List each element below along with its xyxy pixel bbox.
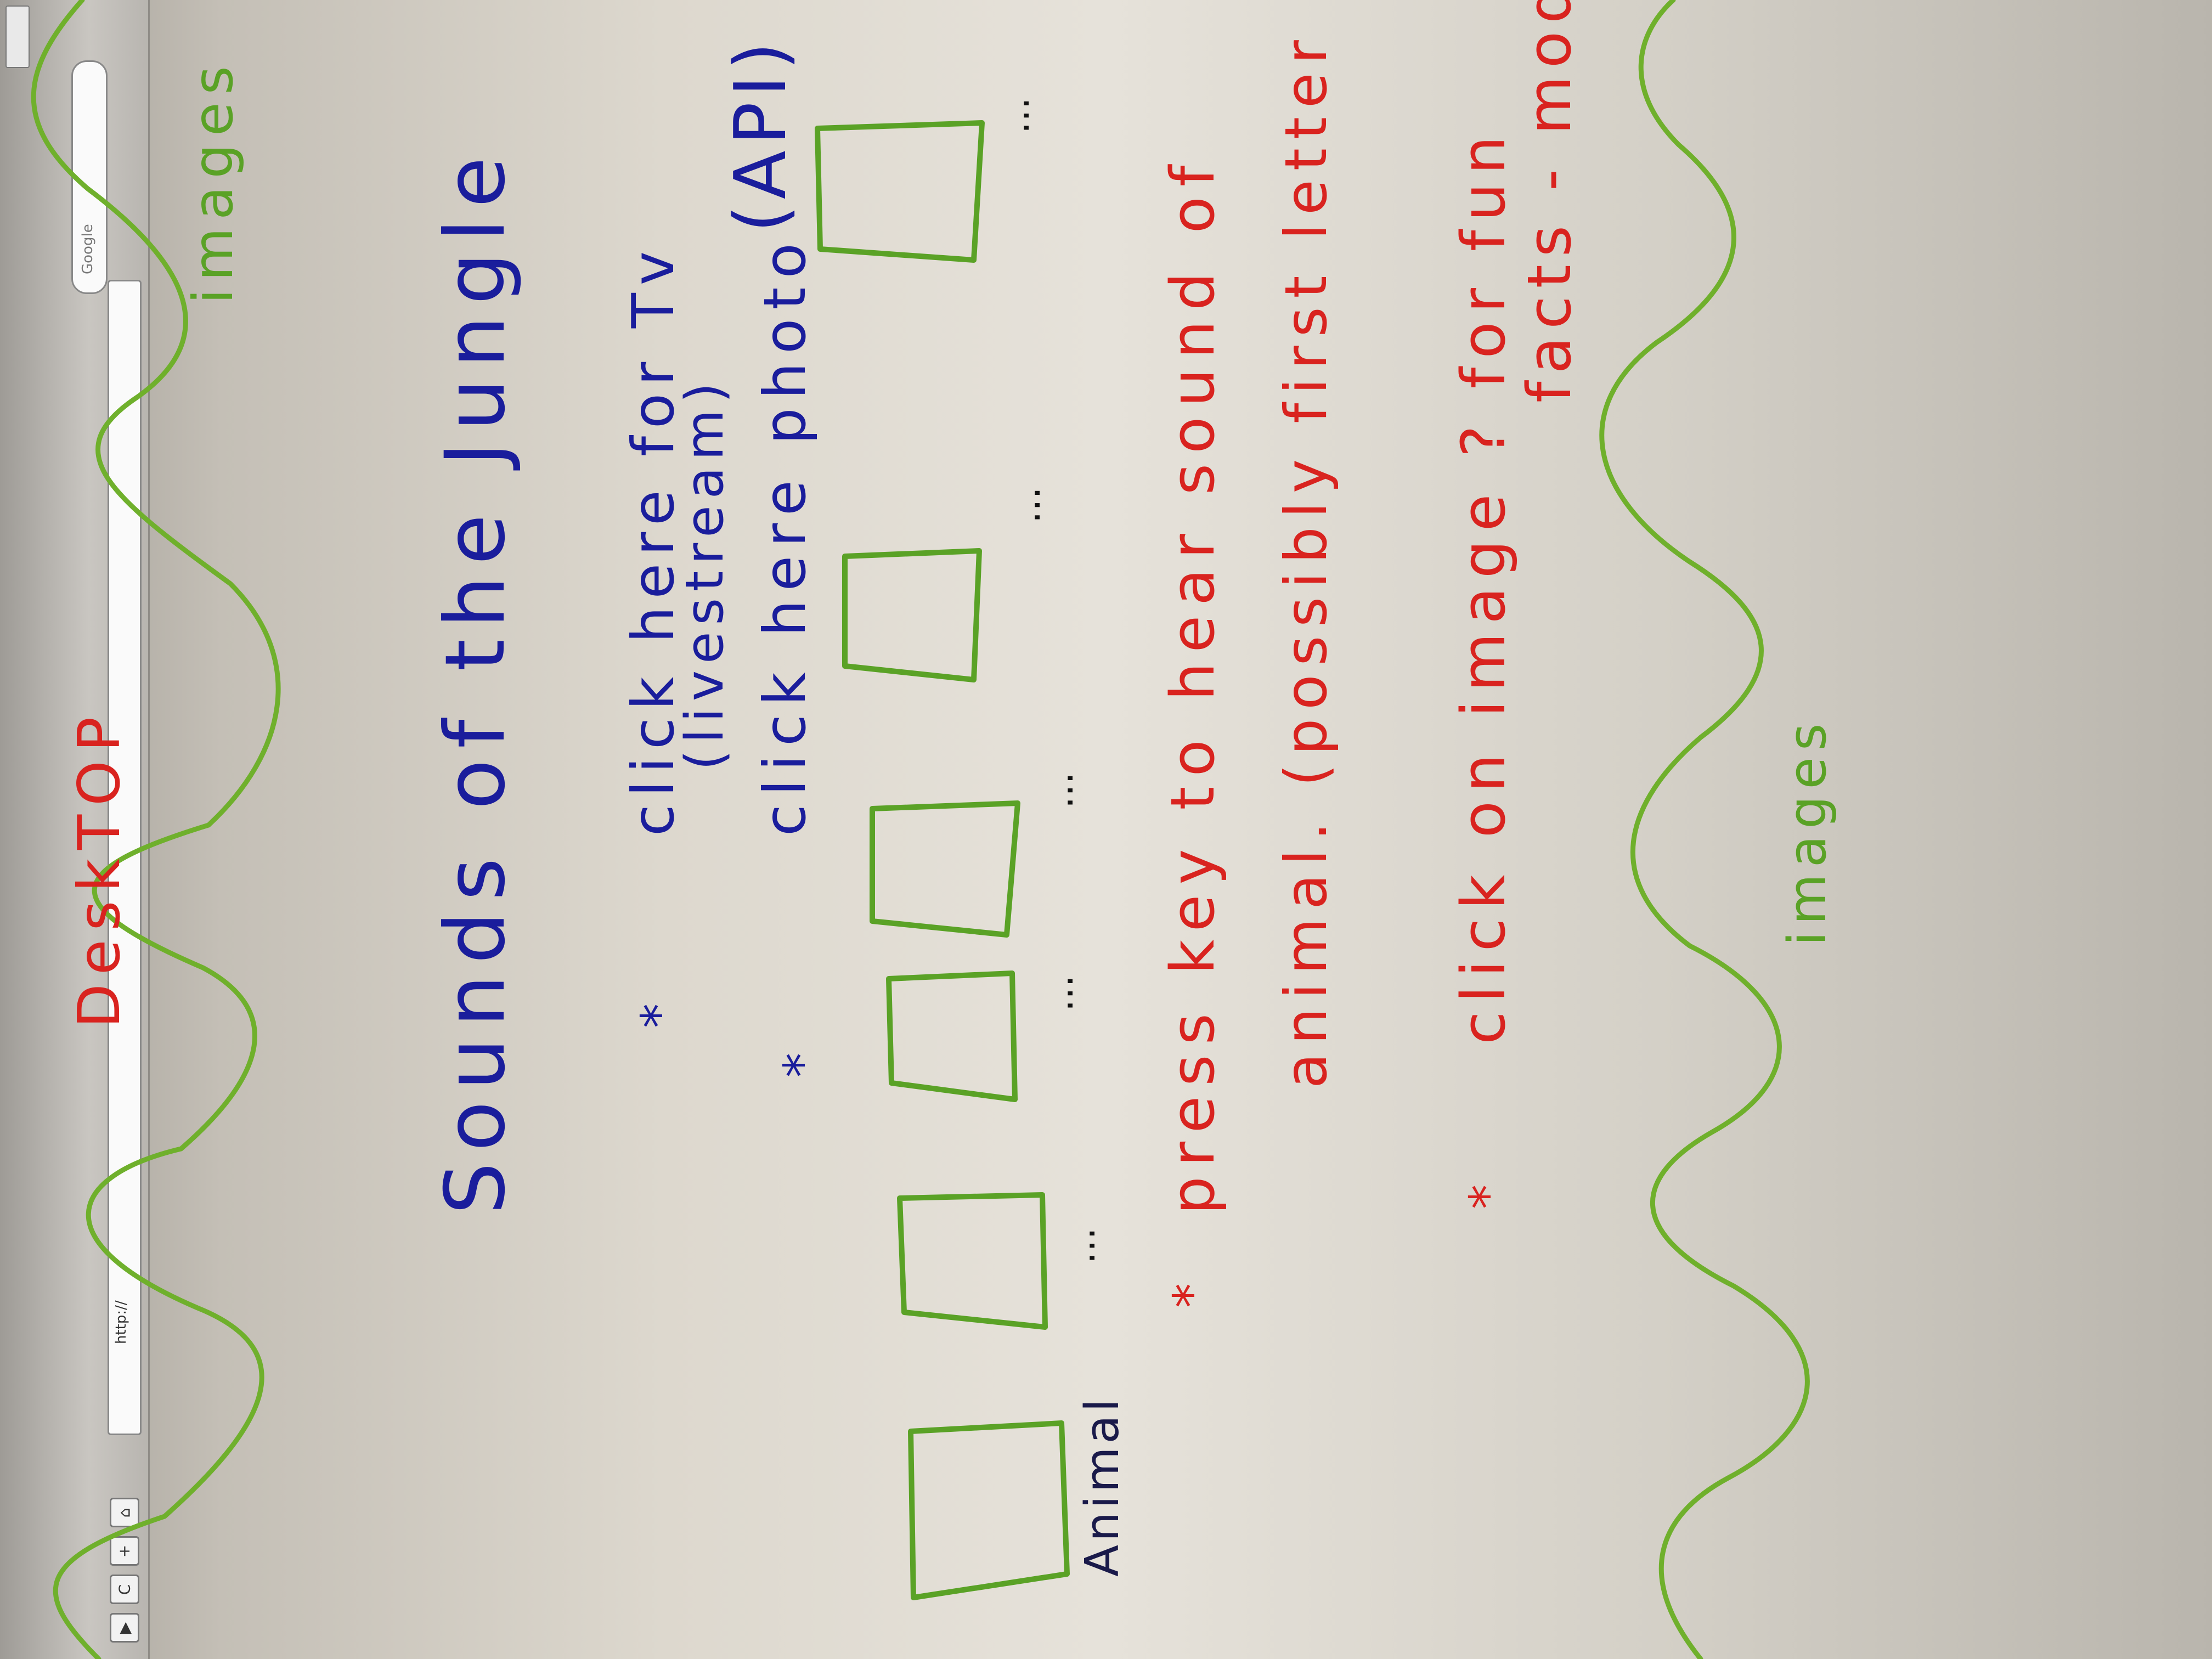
desktop-label: DeskTOP <box>66 708 133 1028</box>
animal-label: Animal <box>1075 1395 1130 1577</box>
bottom-wave-border <box>1599 0 1810 1659</box>
photo-link: click here photo <box>752 234 819 836</box>
bullet-star-3: * <box>1163 1283 1221 1308</box>
page-title: Sounds of the Jungle <box>428 146 523 1215</box>
ellipsis-1: ... <box>1059 1227 1104 1264</box>
click-image-note: click on image ? for fun <box>1448 127 1519 1045</box>
reload-button[interactable]: C <box>110 1575 139 1604</box>
ellipsis-5: ... <box>993 97 1038 134</box>
ellipsis-3: ... <box>1037 772 1082 809</box>
ellipsis-4: ... <box>1004 487 1049 523</box>
press-key-note: press key to hear sound of <box>1158 155 1228 1215</box>
top-wave-border <box>31 0 281 1659</box>
image-placeholder-4 <box>870 800 1020 938</box>
home-button[interactable]: ⌂ <box>110 1498 139 1527</box>
bullet-star-2: * <box>774 1053 831 1077</box>
image-placeholder-3 <box>886 970 1018 1102</box>
press-key-note-2: animal. (possibly first letter <box>1273 31 1340 1088</box>
forward-button[interactable]: ▶ <box>110 1613 139 1643</box>
new-tab-button[interactable]: + <box>110 1536 139 1566</box>
images-label-top: images <box>181 58 245 304</box>
image-placeholder-1 <box>908 1420 1070 1600</box>
fun-facts-note: facts - modal <box>1514 0 1584 403</box>
image-placeholder-6 <box>815 120 985 263</box>
bullet-star-1: * <box>631 1003 689 1028</box>
livestream-note: (livestream) <box>675 376 735 771</box>
image-placeholder-5 <box>842 548 982 682</box>
bullet-star-4: * <box>1459 1184 1517 1209</box>
images-label-bottom: images <box>1778 716 1838 946</box>
api-note: (API) <box>719 36 802 233</box>
ellipsis-2: ... <box>1037 975 1082 1012</box>
image-placeholder-2 <box>897 1192 1048 1330</box>
window-controls[interactable] <box>5 5 30 68</box>
